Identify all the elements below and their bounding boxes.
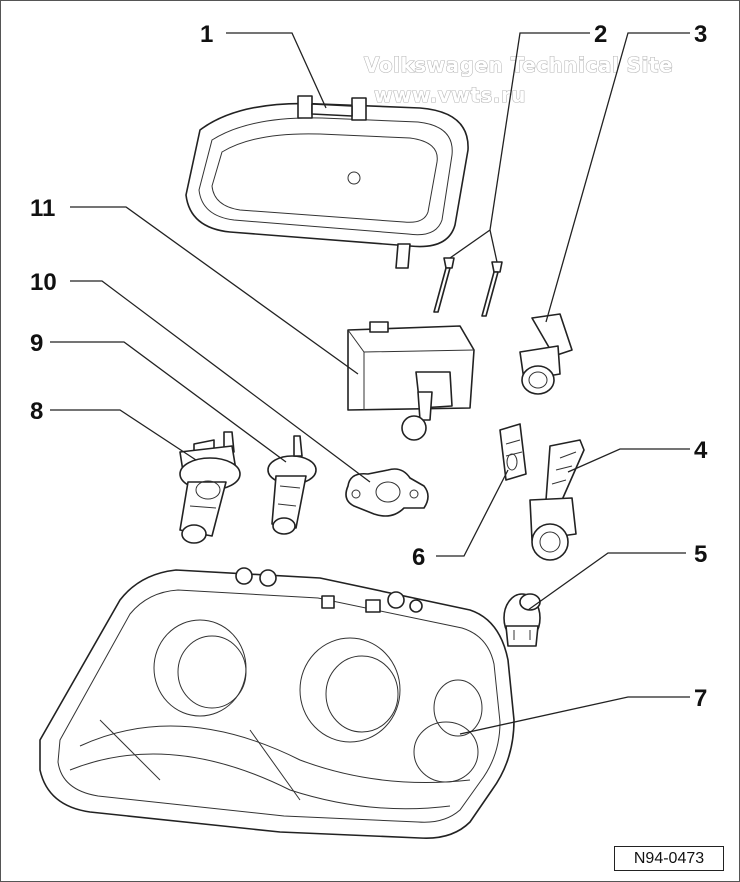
callout-1: 1 xyxy=(200,21,213,48)
callout-11: 11 xyxy=(30,195,55,222)
callout-3: 3 xyxy=(694,21,707,48)
callout-8: 8 xyxy=(30,398,43,425)
watermark-line2: www.vwts.ru xyxy=(374,83,526,107)
watermark-line1: Volkswagen Technical Site xyxy=(364,53,673,77)
callout-7: 7 xyxy=(694,685,707,712)
part-headlight-housing xyxy=(39,567,515,839)
part-rear-cover xyxy=(185,95,469,269)
callout-4: 4 xyxy=(694,437,708,464)
callout-9: 9 xyxy=(30,330,43,357)
callout-10: 10 xyxy=(30,269,57,296)
part-bulb-5 xyxy=(503,593,541,647)
callout-labels: 1 2 3 4 5 6 7 8 9 10 11 xyxy=(30,21,708,712)
callout-2: 2 xyxy=(594,21,607,48)
callout-6: 6 xyxy=(412,544,425,571)
part-bulb-4 xyxy=(529,439,585,561)
part-gasket xyxy=(345,468,429,517)
part-screws xyxy=(433,257,503,317)
part-range-motor xyxy=(347,321,475,441)
reference-code: N94-0473 xyxy=(614,846,724,871)
part-bulb-holder xyxy=(519,313,573,395)
part-bulb-8 xyxy=(179,431,241,544)
leader-lines xyxy=(50,32,690,735)
part-wedge-bulb xyxy=(499,423,527,481)
callout-5: 5 xyxy=(694,541,707,568)
part-bulb-9 xyxy=(267,435,317,535)
